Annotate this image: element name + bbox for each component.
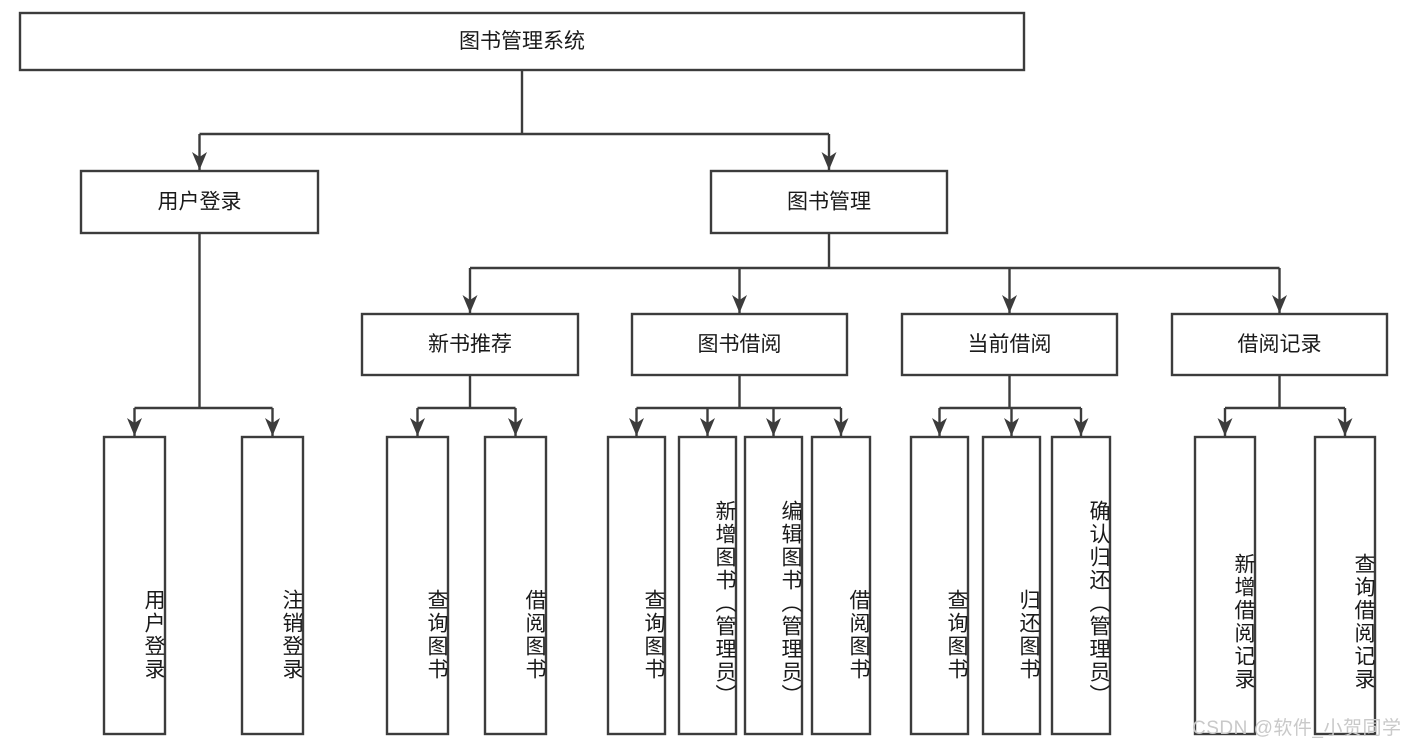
node-label-borrow-record: 借阅记录 [1238,333,1322,356]
node-box-new-book-rec[interactable] [360,312,580,377]
node-box-book-manage[interactable] [709,169,949,235]
node-label-current-borrow: 当前借阅 [968,333,1052,356]
arrow-head [127,418,142,436]
node-box-leaf-query-book-3[interactable] [909,435,970,736]
node-box-leaf-borrow-book-2[interactable] [810,435,872,736]
arrow-head [462,295,478,313]
arrow-head [1337,418,1353,436]
node-box-leaf-confirm-return[interactable] [1050,435,1112,736]
csdn-watermark: CSDN @软件_小贺同学 [1192,718,1402,739]
node-label-root: 图书管理系统 [459,30,585,53]
arrow-head [700,418,715,436]
arrow-head [833,418,849,436]
node-box-user-login[interactable] [79,169,320,235]
arrow-head [629,418,644,436]
node-box-leaf-add-book[interactable] [677,435,738,736]
node-box-leaf-borrow-book-1[interactable] [483,435,548,736]
node-box-leaf-query-record[interactable] [1313,435,1377,736]
node-label-user-login: 用户登录 [158,191,242,214]
arrow-head [1002,295,1017,313]
node-box-root[interactable] [18,11,1026,72]
node-label-book-borrow: 图书借阅 [698,333,782,356]
arrow-head [410,418,425,436]
arrow-head [821,152,837,170]
arrow-head [732,295,747,313]
node-label-book-manage: 图书管理 [787,191,871,214]
node-box-leaf-user-login[interactable] [102,435,167,736]
arrow-head [1004,418,1019,436]
node-box-leaf-user-logout[interactable] [240,435,305,736]
arrow-head [932,418,947,436]
node-label-new-book-rec: 新书推荐 [428,333,512,356]
arrow-head [1073,418,1089,436]
arrow-head [766,418,781,436]
node-box-leaf-return-book[interactable] [981,435,1042,736]
node-box-book-borrow[interactable] [630,312,849,377]
node-box-leaf-edit-book[interactable] [743,435,804,736]
arrow-head [265,418,280,436]
node-box-borrow-record[interactable] [1170,312,1389,377]
node-box-leaf-query-book-1[interactable] [385,435,450,736]
arrow-head [192,152,207,170]
boxes-layer [18,11,1389,736]
arrow-head [1272,295,1287,313]
edges-layer [127,70,1353,436]
node-box-leaf-query-book-2[interactable] [606,435,667,736]
node-box-current-borrow[interactable] [900,312,1119,377]
node-box-leaf-add-record[interactable] [1193,435,1257,736]
arrow-head [1217,418,1233,436]
arrow-head [508,418,523,436]
